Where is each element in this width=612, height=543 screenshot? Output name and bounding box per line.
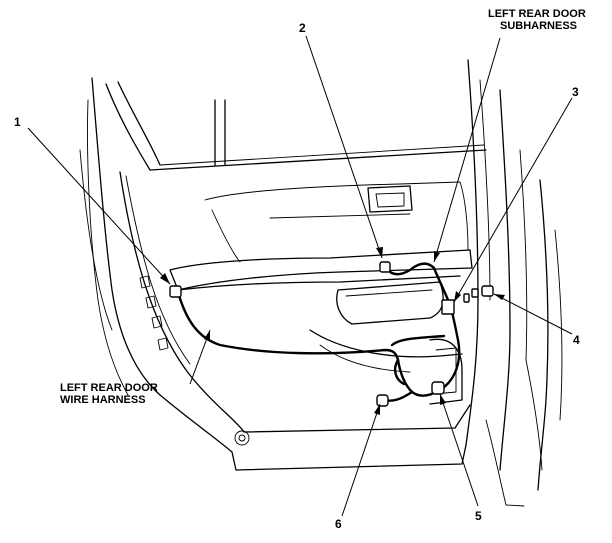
callout-5: 5	[475, 509, 482, 523]
callout-1: 1	[14, 115, 21, 129]
subharness-label-line2: SUBHARNESS	[500, 20, 578, 32]
grommet-3b	[463, 293, 470, 303]
connector-6	[376, 394, 389, 407]
wire-harness-label-line2: WIRE HARNESS	[60, 394, 146, 406]
wire-harness	[176, 290, 461, 402]
callout-3: 3	[572, 85, 579, 99]
connector-5	[431, 381, 445, 395]
connector-2	[379, 261, 391, 273]
wire-harness-label-line1: LEFT REAR DOOR	[60, 382, 158, 394]
grommet-4b	[471, 288, 479, 298]
door-trim-panel	[169, 181, 473, 405]
leader-lines	[27, 35, 573, 517]
connectors	[169, 261, 494, 407]
connector-4	[481, 285, 494, 297]
callout-2: 2	[299, 21, 306, 35]
subharness	[384, 262, 450, 302]
callout-4: 4	[573, 333, 580, 347]
connector-3	[441, 299, 455, 315]
door-body-outline	[79, 59, 563, 507]
connector-1	[169, 285, 182, 298]
body-holes	[139, 275, 250, 446]
callout-6: 6	[335, 517, 342, 531]
subharness-label-line1: LEFT REAR DOOR	[488, 8, 586, 20]
